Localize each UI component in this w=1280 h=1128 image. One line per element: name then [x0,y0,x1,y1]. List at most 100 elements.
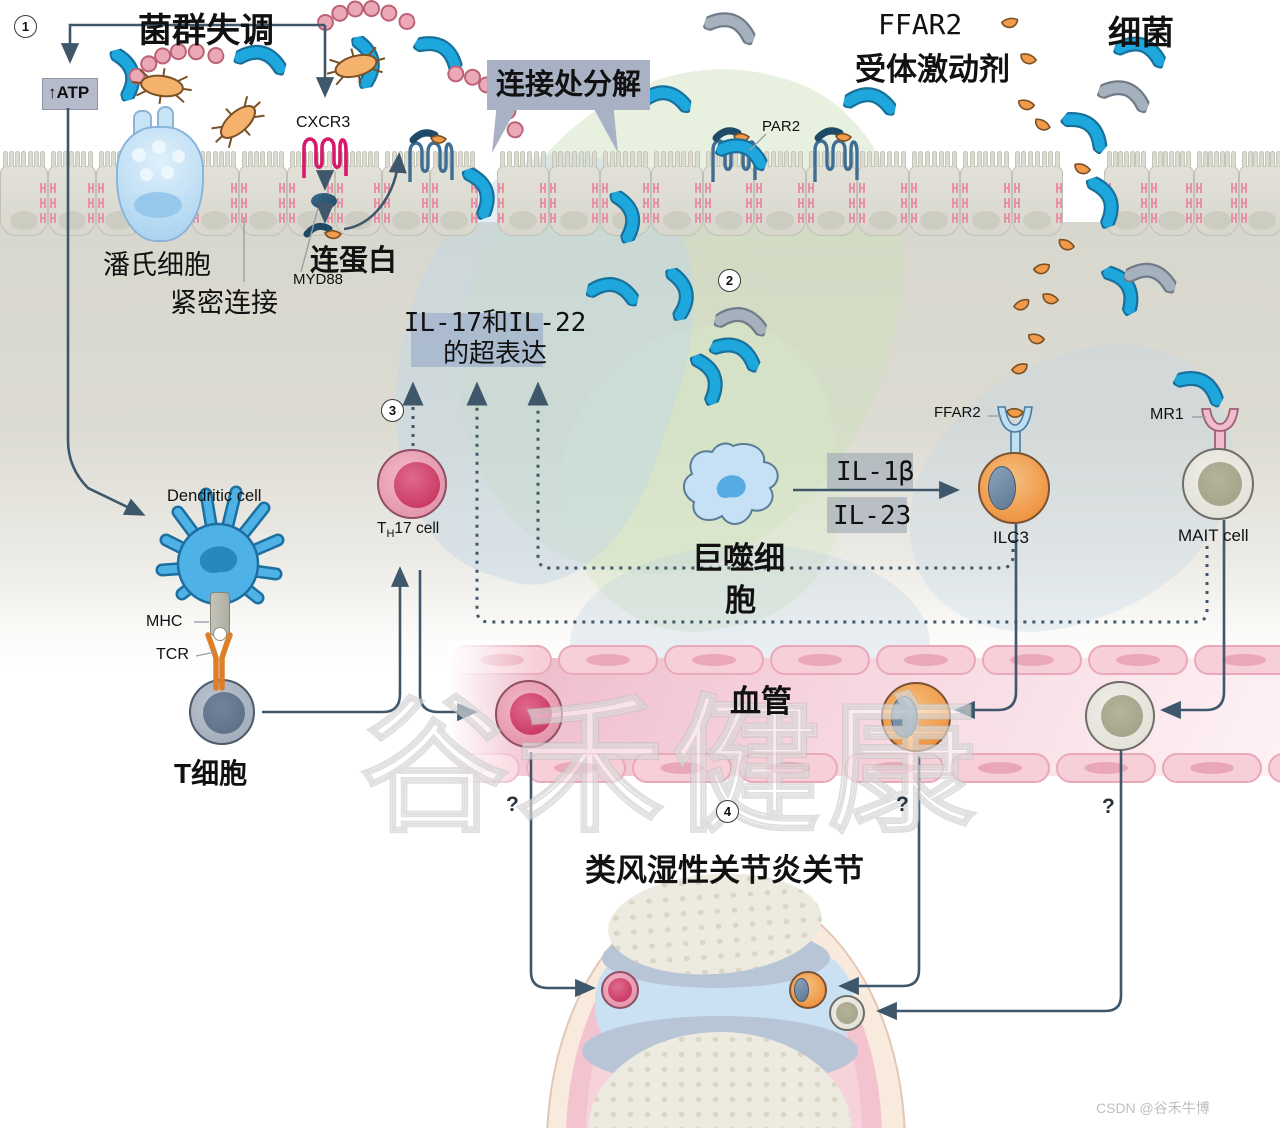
tight-junction-icon [796,183,816,223]
mhc-peptide-icon [213,627,227,641]
tight-junction-h [471,198,477,208]
tight-junction-h [39,213,46,223]
bacterium-blue-icon [1085,170,1131,230]
tight-junction-row [591,198,608,208]
epithelial-cell [1149,151,1194,236]
cxcr3-label: CXCR3 [296,114,351,131]
epithelial-cell [857,151,909,236]
microvillus [873,151,879,167]
bacterium-crescent-icon [1038,289,1062,309]
tight-junction-row [231,213,247,223]
microvillus [75,151,81,167]
activated-receptor-icon [405,128,457,184]
tight-junction-h [384,183,391,193]
tight-junction-h [39,183,46,193]
tight-junction-h [384,198,391,208]
tight-junction-row [849,213,866,223]
microvillus [21,151,27,167]
endothelial-cell [1162,753,1262,783]
microvillus [391,151,397,167]
tight-junction-h [694,213,701,223]
tight-junction-row [643,183,660,193]
bacterium-crescent-icon [1016,49,1040,69]
tight-junction-h [384,213,391,223]
tight-junction-h [1151,198,1157,208]
microvillus [1123,151,1129,167]
tight-junction-h [231,213,237,223]
tight-junction-h [498,183,504,193]
mait-cell-nucleus [1198,462,1242,506]
tight-junction-row [900,213,917,223]
tight-junction-h [849,198,856,208]
tight-junction-h [432,198,439,208]
mait-cell-label: MAIT cell [1178,526,1249,545]
bacterium-crescent-icon [1008,359,1032,379]
tight-junction-h [952,213,959,223]
question-mark-left: ? [506,793,519,816]
tight-junction-h [422,198,429,208]
microvillus [551,151,557,167]
microvillus [1034,151,1040,167]
myd88-label: MYD88 [293,271,344,288]
ilc3-cell-nucleus [988,466,1016,510]
microvillus [1118,151,1124,167]
il-overexpression-box [411,313,543,367]
bacterium-blue-icon [708,324,768,373]
microvillus [278,151,284,167]
tight-junction-row [374,198,391,208]
microvillus [295,151,301,167]
microvillus [688,151,694,167]
junction-breakdown-callout [487,60,650,110]
microvillus [1185,151,1191,167]
tight-junction-row [952,198,969,208]
tight-junction-h [807,183,814,193]
microvillus [694,151,700,167]
tight-junction-h [1141,183,1147,193]
microvillus [784,151,790,167]
tight-junction-h [1231,183,1237,193]
zonulin-label: 连蛋白 [310,245,398,277]
tight-junction-row [1056,183,1062,193]
tight-junction-row [643,198,660,208]
endothelial-nucleus [1190,762,1234,774]
tight-junction-h [1186,213,1192,223]
microvillus [1168,151,1174,167]
microvillus [1163,151,1169,167]
epithelial-nucleus [9,211,38,230]
tight-junction-h [952,198,959,208]
tight-junction-row [422,198,439,208]
microvilli [3,151,45,167]
endothelial-cell [664,645,764,675]
tcr-label: TCR [156,646,189,663]
tight-junction-h [962,198,969,208]
epithelial-nucleus [1247,211,1276,230]
tight-junction-h [87,198,94,208]
ilc3-label: ILC3 [993,528,1029,547]
epithelial-cell [960,151,1012,236]
microvillus [69,151,75,167]
epithelial-nucleus [868,211,897,230]
ilc3-vessel-nucleus [891,696,918,738]
question-mark-right: ? [1102,795,1115,818]
microvillus [681,151,687,167]
tight-junction-h [704,213,711,223]
microvillus [1208,151,1214,167]
microvillus [433,151,439,167]
endothelial-nucleus [978,762,1022,774]
microvillus [969,151,975,167]
tight-junction-label: 紧密连接 [170,288,278,318]
tight-junction-h [807,198,814,208]
microvillus [616,151,622,167]
tight-junction-h [1151,183,1157,193]
microvillus [860,151,866,167]
tight-junction-row [746,213,763,223]
tight-junction-h [807,213,814,223]
microvilli [50,151,93,167]
microvillus [623,151,629,167]
microvillus [349,151,355,167]
tight-junction-row [849,198,866,208]
microvillus [945,151,951,167]
tight-junction-h [498,213,504,223]
tight-junction-h [336,183,343,193]
tight-junction-h [87,213,94,223]
